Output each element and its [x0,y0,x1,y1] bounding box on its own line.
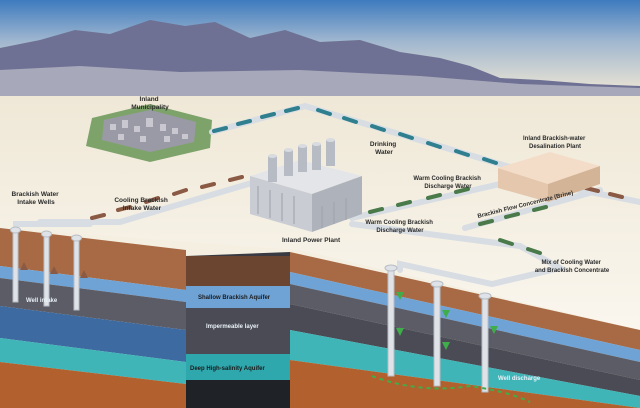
left-cross-section [0,228,186,408]
intake-flow-arrows [20,262,88,278]
brackish-flow-markers [90,175,624,220]
mountain-haze [0,66,640,100]
right-cross-section [290,252,640,408]
central-column [186,252,290,408]
label-impermeable-layer: Impermeable layer [206,324,259,330]
mix-pipe [397,243,569,288]
label-mix: Mix of Cooling Water and Brackish Concen… [535,260,610,274]
brine-flow-markers [368,187,548,255]
desalination-plant [498,152,600,202]
label-well-discharge: Well discharge [498,376,541,382]
label-cooling-intake-water: Cooling Brackish Intake Water [114,197,169,212]
label-desalination-plant: Inland Brackish-water Desalination Plant [523,136,587,150]
label-inland-power-plant: Inland Power Plant [282,237,341,244]
label-deep-aquifer: Deep High-salinity Aquifer [190,366,265,372]
label-warm-discharge-1: Warm Cooling Brackish Discharge Water [413,176,482,190]
label-inland-municipality: Inland Municipality [131,96,169,111]
drinking-flow-markers [212,106,498,165]
discharge-wells [384,264,492,393]
label-warm-discharge-2: Warm Cooling Brackish Discharge Water [365,220,434,234]
inland-power-plant [250,138,362,232]
discharge-flow-arrows [396,292,498,350]
warm-discharge-pipe-2 [349,221,523,249]
label-brackish-intake-wells: Brackish Water Intake Wells [12,191,61,206]
inland-municipality [86,104,212,162]
brackish-intake-wells [10,226,82,311]
discharge-spread [371,375,531,403]
label-drinking-water: Drinking Water [370,141,398,156]
label-shallow-aquifer: Shallow Brackish Aquifer [198,295,271,301]
label-well-intake: Well intake [26,298,58,304]
